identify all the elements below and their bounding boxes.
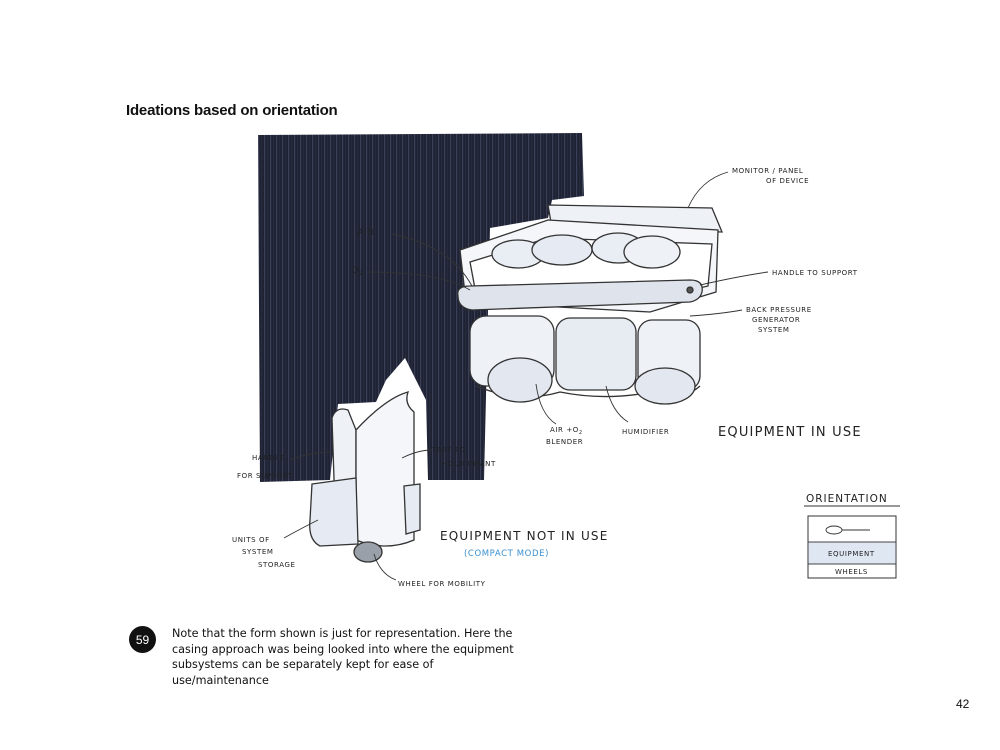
label-monitor-1: MONITOR / PANEL bbox=[732, 167, 803, 175]
label-compact-mode: (COMPACT MODE) bbox=[464, 549, 549, 559]
marker-background bbox=[258, 133, 584, 482]
page-title: Ideations based on orientation bbox=[126, 102, 338, 119]
orientation-wheels: WHEELS bbox=[835, 568, 868, 576]
label-back-pressure-1: BACK PRESSURE bbox=[746, 306, 812, 314]
label-tray-2: HOLD INFANT bbox=[442, 460, 496, 468]
label-back-pressure-2: GENERATOR bbox=[752, 316, 800, 324]
label-humidifier: HUMIDIFIER bbox=[622, 428, 669, 436]
label-air: AIR bbox=[357, 228, 375, 238]
label-monitor-2: OF DEVICE bbox=[766, 177, 809, 185]
sketch-labels: MONITOR / PANEL OF DEVICE AIR O2 HANDLE … bbox=[232, 167, 862, 588]
label-handle-2: FOR SUPPORT bbox=[237, 472, 292, 480]
label-tray-1: TRAY TO bbox=[431, 446, 466, 454]
label-units-3: STORAGE bbox=[258, 561, 296, 569]
label-units-1: UNITS OF bbox=[232, 536, 270, 544]
equipment-in-use-drawing bbox=[457, 204, 723, 405]
orientation-equipment: EQUIPMENT bbox=[828, 550, 875, 558]
label-o2: O2 bbox=[352, 266, 363, 277]
equipment-not-in-use-drawing bbox=[309, 391, 421, 563]
label-wheel: WHEEL FOR MOBILITY bbox=[398, 580, 486, 588]
label-units-2: SYSTEM bbox=[242, 548, 274, 556]
label-handle-1: HANDLE bbox=[252, 454, 285, 462]
label-blender-2: BLENDER bbox=[546, 438, 583, 446]
orientation-diagram: ORIENTATION EQUIPMENT WHEELS bbox=[804, 493, 900, 579]
leader-lines bbox=[283, 171, 769, 581]
note-text: Note that the form shown is just for rep… bbox=[172, 627, 514, 687]
label-handle-support: HANDLE TO SUPPORT bbox=[772, 269, 858, 277]
label-back-pressure-3: SYSTEM bbox=[758, 326, 790, 334]
label-equipment-in-use: EQUIPMENT IN USE bbox=[718, 425, 862, 440]
page-number: 42 bbox=[956, 697, 970, 711]
orientation-title: ORIENTATION bbox=[806, 493, 888, 505]
label-blender-1: AIR +O2 bbox=[550, 426, 583, 436]
label-equipment-not-in-use: EQUIPMENT NOT IN USE bbox=[440, 529, 609, 543]
note-number-badge: 59 bbox=[129, 626, 156, 653]
